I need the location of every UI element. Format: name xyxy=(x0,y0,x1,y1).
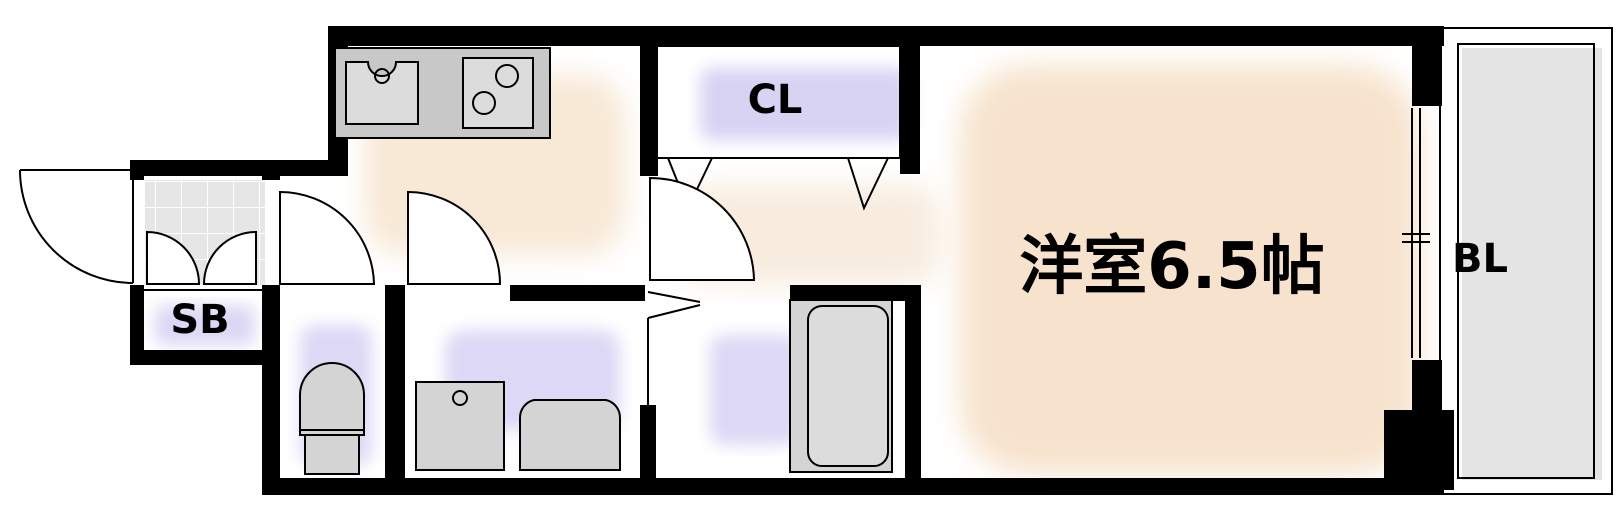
entrance-door xyxy=(19,169,134,284)
closet-label: CL xyxy=(748,77,803,123)
wall-washroom-top xyxy=(510,285,645,301)
sink-icon xyxy=(345,61,419,125)
shoe-box-label: SB xyxy=(170,297,229,343)
wall-entrance-left-bottom xyxy=(130,285,144,365)
wall-stub-b xyxy=(262,285,280,300)
balcony-inner-rail xyxy=(1457,43,1595,479)
structural-column xyxy=(1384,410,1454,490)
wall-toilet-right xyxy=(385,285,405,485)
wall-bottom xyxy=(262,478,1444,495)
toilet-icon xyxy=(299,362,365,475)
shoe-box-floor xyxy=(155,305,255,345)
toilet-door xyxy=(279,190,376,285)
wall-stub-a xyxy=(262,168,280,180)
balcony-outer-rail xyxy=(1439,27,1613,495)
bathroom-floor xyxy=(710,335,800,445)
balcony-label: BL xyxy=(1452,236,1508,282)
room-door xyxy=(649,176,756,281)
wall-top xyxy=(328,26,1444,46)
drain-icon xyxy=(452,390,468,406)
western-room-label: 洋室6.5帖 xyxy=(1019,230,1324,304)
burner-icon xyxy=(472,91,496,115)
shoe-box-doors xyxy=(144,230,262,291)
balcony-floor xyxy=(1462,48,1602,480)
burner-icon xyxy=(495,64,519,88)
wall-bathroom-top xyxy=(790,285,920,301)
wall-shoebox-bottom xyxy=(130,350,275,365)
wall-closet-right xyxy=(900,26,920,174)
kitchen-counter xyxy=(334,47,551,139)
closet-floor xyxy=(700,68,910,140)
washbasin-icon xyxy=(518,399,622,471)
sink-drain-icon xyxy=(374,68,390,84)
wall-closet-left xyxy=(640,26,658,176)
washing-machine-pan-icon xyxy=(415,381,505,471)
wall-washroom-right-low xyxy=(640,405,656,485)
bathtub-icon xyxy=(789,299,893,473)
wall-toilet-left xyxy=(262,285,280,495)
balcony-window xyxy=(1402,108,1430,358)
western-room-floor xyxy=(960,65,1420,475)
balcony xyxy=(1439,27,1613,495)
wall-room-right-top xyxy=(1412,26,1442,106)
washroom-door xyxy=(407,190,502,285)
wall-entrance-top xyxy=(130,160,348,176)
bathroom-sliding-door xyxy=(647,291,701,405)
wall-bathroom-right xyxy=(905,285,921,485)
washroom-fixtures xyxy=(415,381,622,471)
